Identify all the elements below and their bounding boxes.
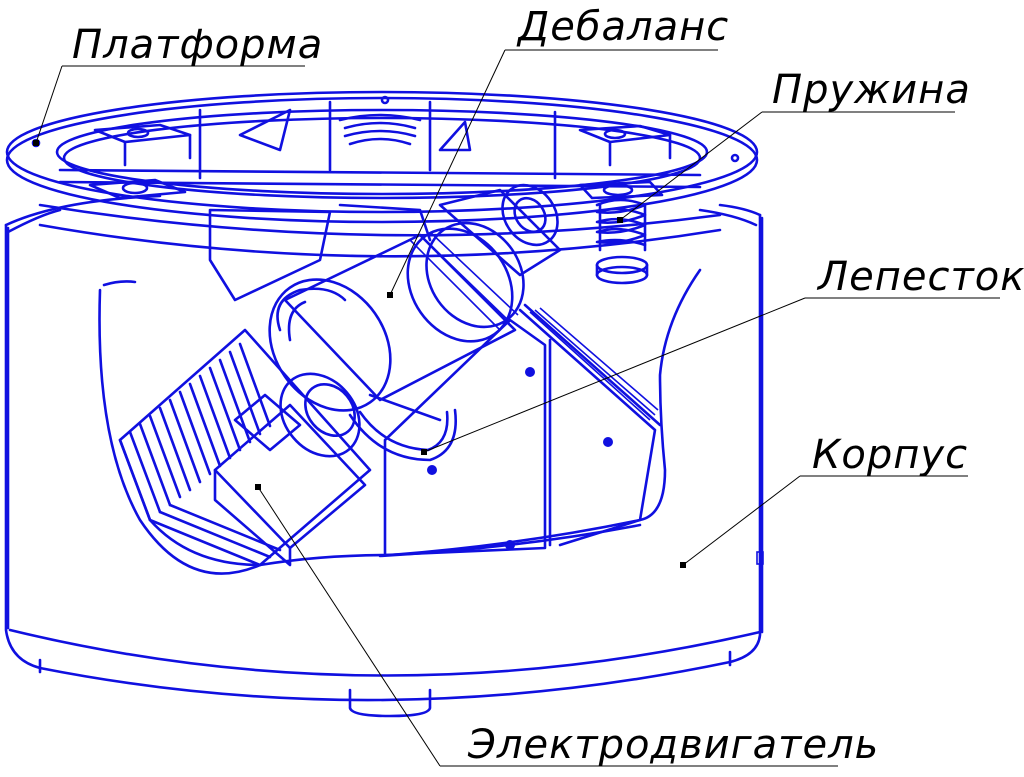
spring <box>578 180 664 285</box>
electric-motor <box>118 328 372 567</box>
petal <box>348 303 662 557</box>
housing <box>4 194 764 718</box>
label-unbalance: Дебаланс <box>387 4 729 298</box>
label-spring-text: Пружина <box>772 67 971 113</box>
unbalance <box>208 183 562 412</box>
label-motor: Электродвигатель <box>255 484 879 768</box>
label-motor-text: Электродвигатель <box>467 722 879 768</box>
label-petal: Лепесток <box>421 254 1024 455</box>
label-petal-text: Лепесток <box>816 254 1024 300</box>
label-housing-text: Корпус <box>812 432 968 478</box>
label-unbalance-text: Дебаланс <box>516 4 729 50</box>
label-housing: Корпус <box>680 432 968 568</box>
label-spring: Пружина <box>617 67 971 223</box>
label-platform-text: Платформа <box>72 22 323 68</box>
label-platform: Платформа <box>33 22 323 146</box>
